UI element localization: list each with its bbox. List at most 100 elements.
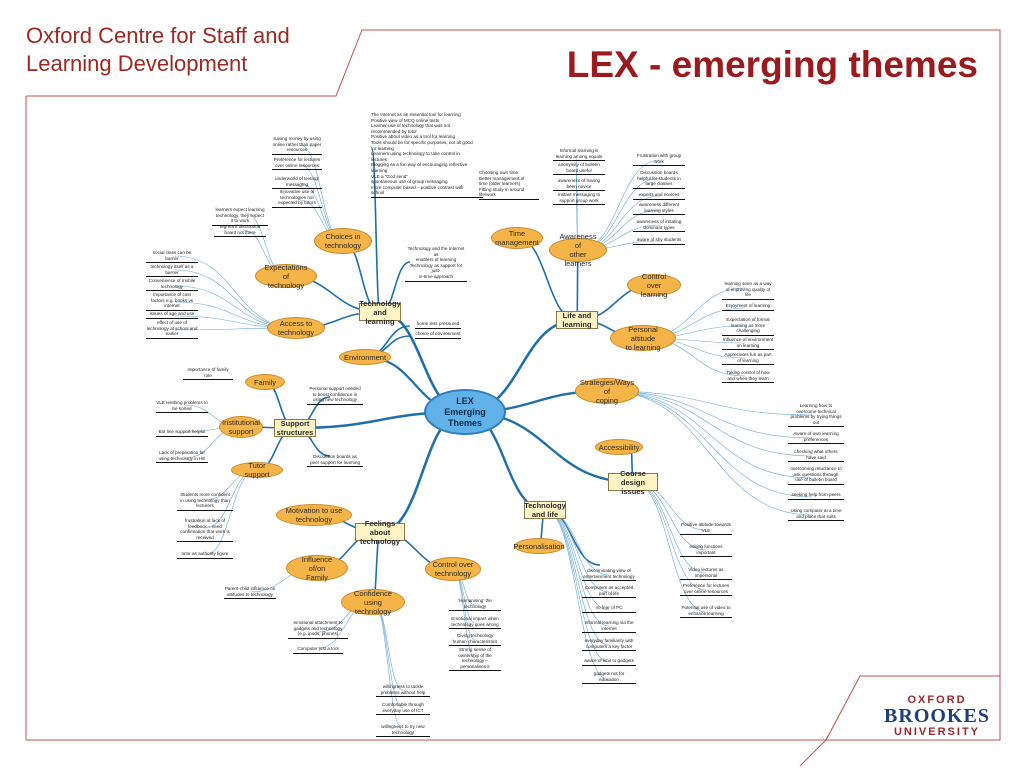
leaf-cd4: Preference for lectures over online reso… [680,583,732,597]
leaf-st3: checking what others have said [788,449,844,463]
organisation-name: Oxford Centre for Staff and Learning Dev… [26,22,356,78]
node-access: Access to technology [267,317,325,339]
node-tech-life: Technology and life [524,501,566,519]
leaf-pa5: Appreciates fun as part of learning [722,352,774,366]
leaf-aw7: experts and novices [633,192,685,200]
leaf-tl-list: The Internet as an essential tool for le… [371,112,483,198]
branch-line [606,390,813,479]
leaf-tut1: Students more confident in using technol… [177,492,233,511]
leaf-pa4: Influence of environment on learning [722,337,774,351]
leaf-pa6: Taking control of how and when they lear… [722,370,774,384]
node-strategies: Strategies/Ways of coping [575,378,639,405]
leaf-ct2: Emotional impact when technology goes wr… [449,616,501,630]
leaf-choice1: Saving money by using online rather than… [272,136,322,155]
leaf-tlf2: Computers as accepted part of life [582,585,636,599]
leaf-cd2: editing functions important [680,544,732,558]
leaf-choice4: Innovative use of technologies not expec… [272,189,322,208]
leaf-tlf6: aware of limit to gadgets [582,658,636,666]
node-center: LEX Emerging Themes [424,389,506,435]
leaf-cd5: Potential use of video to enhance learni… [680,605,732,619]
leaf-conf2: Computer just a tool [293,646,343,654]
node-control-tech: Control over technology [425,557,481,581]
branch-line [606,390,813,416]
node-choices: Choices in technology [314,228,372,254]
leaf-st6: Using computer at a time and place that … [788,508,844,522]
leaf-ct4: Strong sense of ownership of the technol… [449,647,501,672]
leaf-exp2: regrets if discussion board not there [214,224,266,238]
leaf-tlf5: everyday familiarity with computers a ke… [582,638,636,652]
leaf-acc1: social class can be barrier [146,250,198,264]
leaf-cd3: Video lectures as impersonal [680,567,732,581]
node-support: Support structures [274,419,316,437]
org-line-1: Oxford Centre for Staff and [26,23,290,48]
leaf-conf5: willingness to try new technology [376,724,430,738]
leaf-pa1: learning seen as a way of improving qual… [722,281,774,300]
leaf-st4: overcoming reluctance to ask questions t… [788,466,844,485]
leaf-time1: Choosing own time Better management of t… [479,170,539,200]
leaf-acc3: Convenience of mobile technology [146,278,198,292]
node-course-design: Course design issues [608,469,658,496]
leaf-aw9: awareness of irritating dominant types [633,219,685,233]
leaf-aw2: anonymity of bulletin board useful [553,162,605,176]
leaf-inst3: Lack of preparation for using technology… [156,450,208,464]
leaf-fam1: Importance of family role [183,367,233,381]
leaf-ct1: 'Humanising' the technology [449,598,501,612]
leaf-cd1: Positive attitude towards VLE [680,522,732,536]
node-personal-attitude: Personal attitude to learning [610,325,676,352]
branch-line [606,390,813,439]
node-awareness: Awareness of other learners [549,232,607,268]
leaf-choice2: Preference for lectures over online reso… [272,157,322,171]
logo-line-2: BROOKES [884,705,990,727]
leaf-acc5: issues of age and use [146,311,198,319]
leaf-aw10: aware of shy students [633,237,685,245]
leaf-inf1: Parent-child influence on attitudes to t… [224,586,276,600]
oxford-brookes-logo: OXFORD BROOKES UNIVERSITY [882,694,992,738]
node-motivation: Motivation to use technology [276,504,352,526]
org-line-2: Learning Development [26,51,248,76]
leaf-aw4: Instant messaging to support group work [553,192,605,206]
leaf-tut2: frustration at lack of feedback – need c… [177,518,233,543]
leaf-pa2: Enjoyment of learning [722,303,774,311]
leaf-aw1: Informal learning is learning among equa… [553,148,605,162]
node-expectations: Expectations of technology [255,263,317,290]
leaf-aw6: Discussion boards helpful for students i… [633,170,685,189]
node-life-learning: Life and learning [556,311,598,329]
branch-line [606,390,813,498]
leaf-aw8: awareness different learning styles [633,202,685,216]
node-feelings: Feelings about technology [355,519,405,546]
leaf-tlf1: discriminating view of entertainment tec… [582,568,636,582]
leaf-acc6: effect of use of technology at school an… [146,320,198,339]
leaf-pa3: Expectation of formal learning as more c… [722,317,774,336]
node-control-learning: Control over learning [627,272,681,299]
logo-line-1: OXFORD [907,694,967,706]
branch-line [606,390,813,457]
leaf-inst1: VLE teething problems to be sorted [156,400,208,414]
leaf-inst2: Bot line support helpful [156,429,208,437]
node-personalisation: Personalisation [513,538,565,554]
leaf-st5: seeking help from peers [788,492,844,500]
leaf-aw5: Frustration with group work [633,153,685,167]
leaf-exp1: learners expect learning technology, the… [212,207,268,226]
branch-line [606,390,813,516]
leaf-tlf4: Informal learning via the internet [582,620,636,634]
leaf-st2: Aware of own learning preferences [788,431,844,445]
node-environment: Environment [339,349,391,365]
node-tech-learning: Technology and learning [359,298,401,326]
node-tutor: Tutor support [231,461,283,479]
leaf-acc2: technology itself as a barrier [146,264,198,278]
node-influence: Influence of/on Family [286,555,348,582]
leaf-tlf3: no fear of PC [582,605,636,613]
node-family: Family [245,374,285,390]
leaf-env1: home less pressured [415,321,461,329]
leaf-aw3: awareness of having been novice [553,178,605,192]
leaf-sup2: Discussion boards as peer support for le… [307,454,363,468]
leaf-conf1: emotional attachment to gadgets and tech… [288,620,348,639]
leaf-ct3: Giving technology human characteristics [449,633,501,647]
logo-line-3: UNIVERSITY [893,726,980,738]
node-time-mgmt: Time management [491,227,543,249]
leaf-choice3: underworld of texting/ messaging [272,176,322,190]
leaf-tlf7: gadgets not for education [582,671,636,685]
